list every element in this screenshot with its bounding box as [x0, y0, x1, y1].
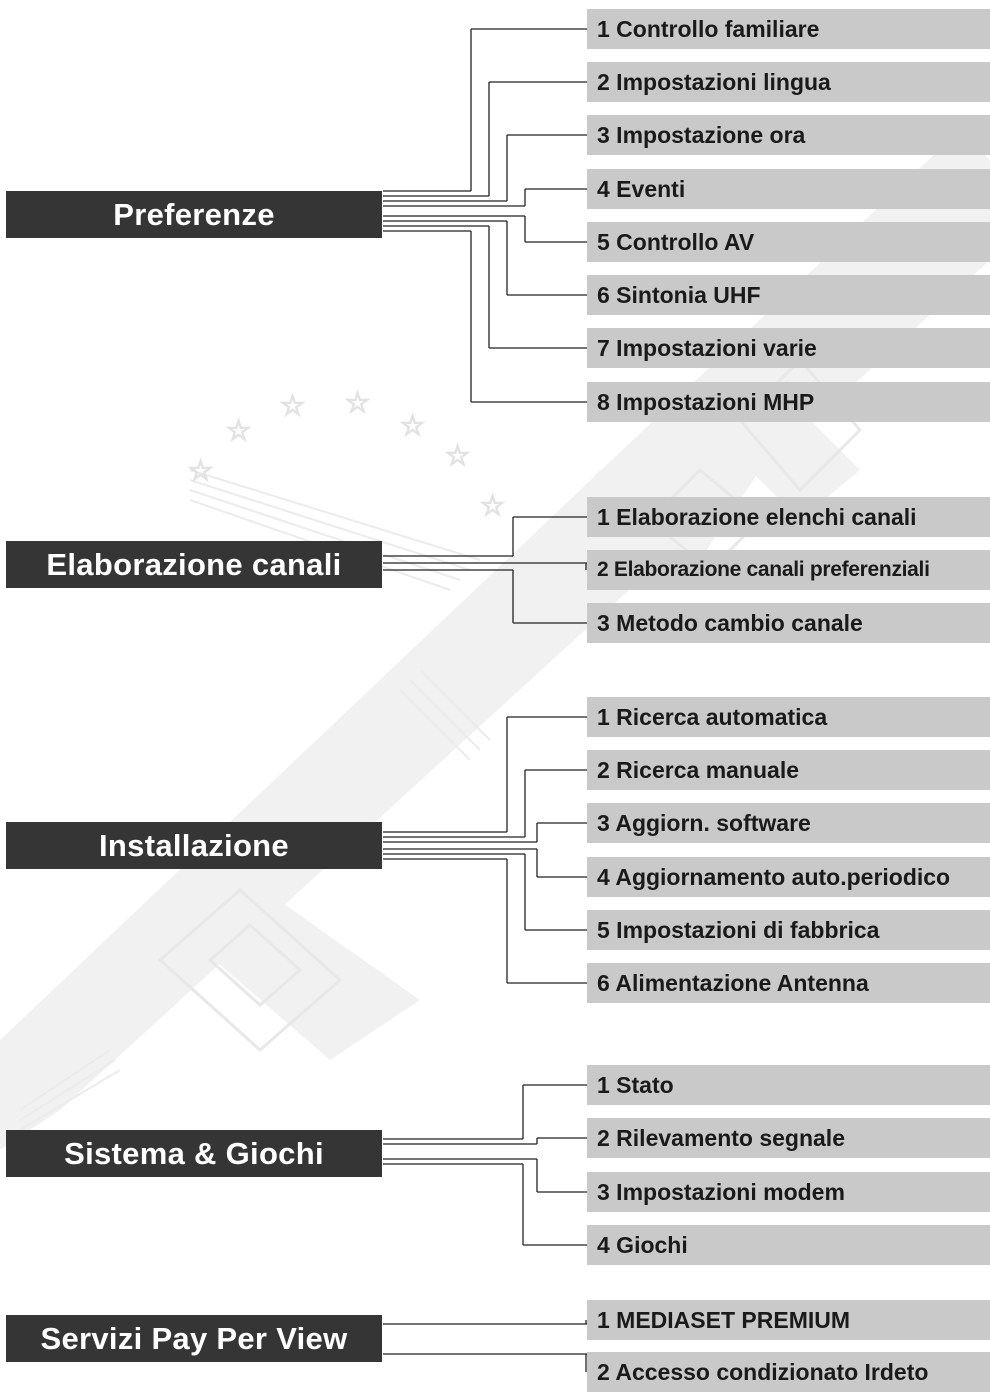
menu-item-1-stato[interactable]: 1 Stato	[587, 1065, 990, 1105]
svg-text:☆: ☆	[188, 455, 213, 486]
section-title-elaborazione-canali[interactable]: Elaborazione canali	[6, 541, 382, 588]
section-title-sistema-giochi[interactable]: Sistema & Giochi	[6, 1130, 382, 1177]
menu-item-2-accesso-condizionato-irdeto[interactable]: 2 Accesso condizionato Irdeto	[587, 1352, 990, 1392]
menu-item-4-eventi[interactable]: 4 Eventi	[587, 169, 990, 209]
svg-text:☆: ☆	[480, 490, 505, 521]
menu-item-1-mediaset-premium[interactable]: 1 MEDIASET PREMIUM	[587, 1300, 990, 1340]
menu-item-6-sintonia-uhf[interactable]: 6 Sintonia UHF	[587, 275, 990, 315]
section-title-servizi-pay-per-view[interactable]: Servizi Pay Per View	[6, 1315, 382, 1362]
menu-item-4-aggiornamento-auto-periodico[interactable]: 4 Aggiornamento auto.periodico	[587, 857, 990, 897]
menu-item-4-giochi[interactable]: 4 Giochi	[587, 1225, 990, 1265]
section-title-preferenze[interactable]: Preferenze	[6, 191, 382, 238]
svg-text:☆: ☆	[345, 387, 370, 418]
menu-item-3-impostazione-ora[interactable]: 3 Impostazione ora	[587, 115, 990, 155]
menu-item-2-elaborazione-canali-preferenziali[interactable]: 2 Elaborazione canali preferenziali	[587, 550, 990, 590]
menu-item-5-controllo-av[interactable]: 5 Controllo AV	[587, 222, 990, 262]
svg-text:☆: ☆	[226, 415, 251, 446]
svg-text:☆: ☆	[445, 440, 470, 471]
menu-item-3-metodo-cambio-canale[interactable]: 3 Metodo cambio canale	[587, 603, 990, 643]
menu-item-2-impostazioni-lingua[interactable]: 2 Impostazioni lingua	[587, 62, 990, 102]
menu-item-8-impostazioni-mhp[interactable]: 8 Impostazioni MHP	[587, 382, 990, 422]
section-title-installazione[interactable]: Installazione	[6, 822, 382, 869]
svg-text:☆: ☆	[400, 410, 425, 441]
menu-item-2-rilevamento-segnale[interactable]: 2 Rilevamento segnale	[587, 1118, 990, 1158]
menu-item-7-impostazioni-varie[interactable]: 7 Impostazioni varie	[587, 328, 990, 368]
menu-item-2-ricerca-manuale[interactable]: 2 Ricerca manuale	[587, 750, 990, 790]
menu-item-1-ricerca-automatica[interactable]: 1 Ricerca automatica	[587, 697, 990, 737]
menu-item-1-controllo-familiare[interactable]: 1 Controllo familiare	[587, 9, 990, 49]
menu-item-3-aggiorn-software[interactable]: 3 Aggiorn. software	[587, 803, 990, 843]
menu-item-1-elaborazione-elenchi-canali[interactable]: 1 Elaborazione elenchi canali	[587, 497, 990, 537]
svg-text:☆: ☆	[280, 390, 305, 421]
menu-item-5-impostazioni-di-fabbrica[interactable]: 5 Impostazioni di fabbrica	[587, 910, 990, 950]
menu-item-3-impostazioni-modem[interactable]: 3 Impostazioni modem	[587, 1172, 990, 1212]
menu-item-6-alimentazione-antenna[interactable]: 6 Alimentazione Antenna	[587, 963, 990, 1003]
